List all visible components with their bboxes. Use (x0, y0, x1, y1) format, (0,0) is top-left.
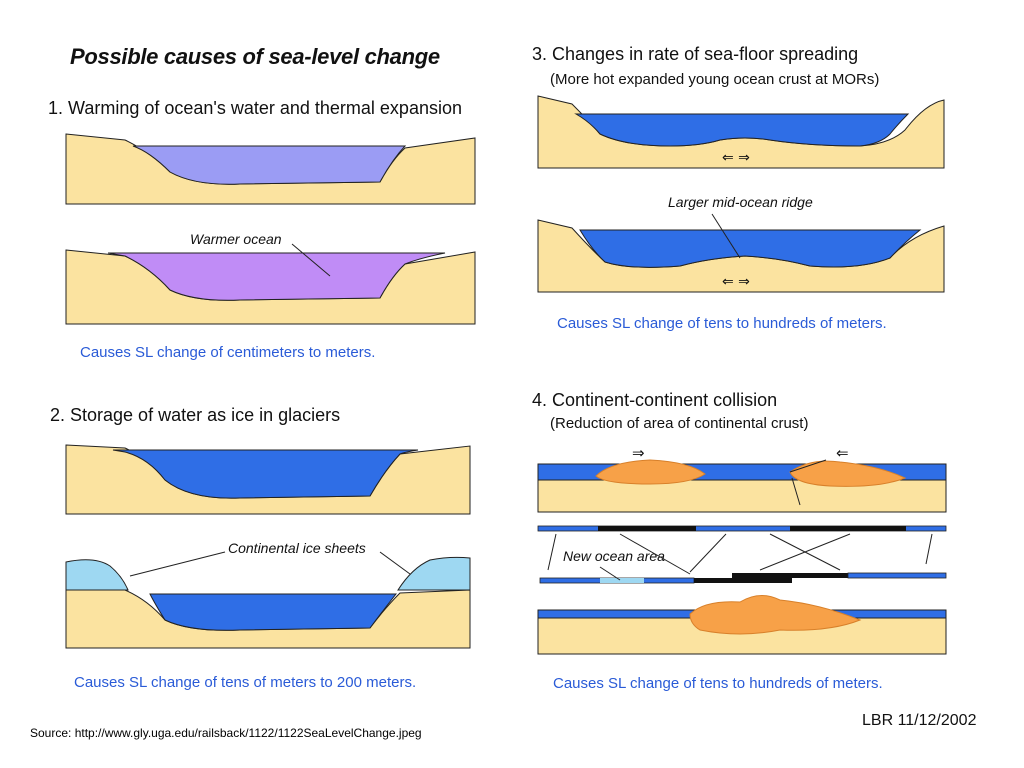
continent-right (789, 460, 907, 487)
collided-continent (689, 595, 862, 635)
author-signature: LBR 11/12/2002 (862, 712, 977, 729)
section-4-result: Causes SL change of tens to hundreds of … (553, 675, 883, 692)
page-title: Possible causes of sea-level change (70, 44, 440, 69)
s3-ocean-a (574, 113, 910, 147)
source-citation: Source: http://www.gly.uga.edu/railsback… (30, 726, 422, 740)
s2-ocean-full (112, 449, 419, 499)
section-3-subheading: (More hot expanded young ocean crust at … (550, 71, 880, 88)
section-3-result: Causes SL change of tens to hundreds of … (557, 315, 887, 332)
mid-ocean-ridge-label: Larger mid-ocean ridge (668, 194, 813, 210)
s1-panel-cool-basin (65, 133, 476, 205)
s4-panel-before-collision: ⇒ ⇐ (537, 444, 947, 513)
s4-panel-after-collision (537, 595, 947, 655)
s1-cool-water (132, 145, 407, 185)
push-right-arrow: ⇒ (632, 444, 645, 462)
ridge-leader (711, 213, 741, 259)
section-4-subheading: (Reduction of area of continental crust) (550, 415, 809, 432)
s4-crust-before (537, 479, 947, 513)
section-3-heading: 3. Changes in rate of sea-floor spreadin… (532, 44, 859, 64)
s3-panel-normal-ridge: ⇐ ⇒ (537, 95, 945, 169)
section-4-heading: 4. Continent-continent collision (532, 390, 778, 410)
spreading-arrows-b: ⇐ ⇒ (722, 274, 750, 290)
ice-sheet-right (397, 556, 471, 591)
continent-left (595, 459, 706, 485)
push-left-arrow: ⇐ (836, 444, 849, 462)
warmer-ocean-label: Warmer ocean (190, 231, 282, 247)
s2-ocean-lowered (149, 593, 398, 631)
spreading-arrows-a: ⇐ ⇒ (722, 150, 750, 166)
section-1-heading: 1. Warming of ocean's water and thermal … (48, 98, 462, 118)
s2-panel-no-ice (65, 444, 471, 515)
ice-leader-right (379, 551, 411, 575)
section-2-result: Causes SL change of tens of meters to 20… (74, 674, 417, 691)
ice-sheet-left (65, 559, 129, 591)
s1-panel-warm-basin (65, 243, 476, 325)
ice-sheets-label: Continental ice sheets (228, 540, 366, 556)
new-ocean-area-label: New ocean area (563, 548, 665, 564)
s2-panel-ice-sheets (65, 551, 471, 649)
s1-warm-water (107, 252, 446, 301)
section-2-heading: 2. Storage of water as ice in glaciers (50, 405, 341, 425)
s3-panel-larger-ridge: ⇐ ⇒ (537, 213, 945, 293)
section-1-result: Causes SL change of centimeters to meter… (80, 344, 376, 361)
s4-panel-plate-bars (537, 525, 947, 584)
s3-ocean-b (579, 229, 922, 268)
warmer-ocean-leader (291, 243, 331, 277)
ice-leader-left (129, 551, 226, 577)
